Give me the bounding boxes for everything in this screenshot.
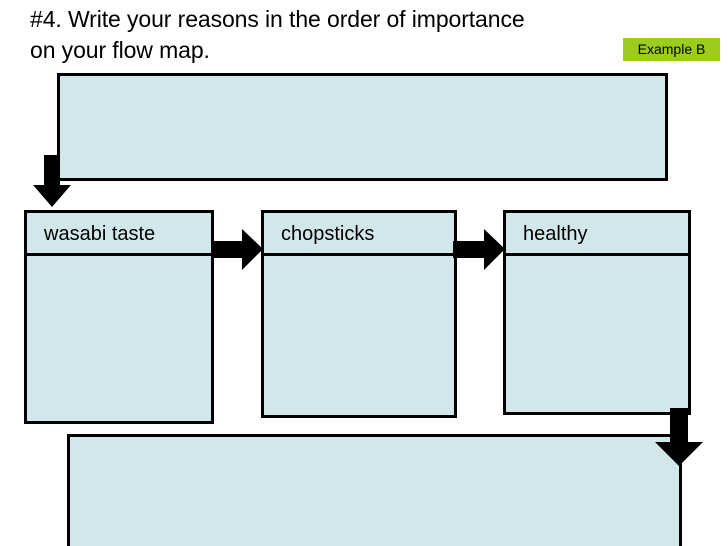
example-badge: Example B xyxy=(623,38,720,61)
reason-label-1: wasabi taste xyxy=(27,213,211,256)
arrow-down-icon xyxy=(655,408,703,466)
arrow-right-icon xyxy=(211,229,263,270)
arrow-down-icon xyxy=(33,155,71,207)
top-note-box[interactable] xyxy=(57,73,668,181)
bottom-note-box[interactable] xyxy=(67,434,682,546)
reason-box-1[interactable]: wasabi taste xyxy=(24,210,214,424)
reason-box-3[interactable]: healthy xyxy=(503,210,691,415)
reason-label-3: healthy xyxy=(506,213,688,256)
arrow-right-icon xyxy=(453,229,505,270)
reason-box-2[interactable]: chopsticks xyxy=(261,210,457,418)
reason-label-2: chopsticks xyxy=(264,213,454,256)
slide-title: #4. Write your reasons in the order of i… xyxy=(30,6,525,63)
